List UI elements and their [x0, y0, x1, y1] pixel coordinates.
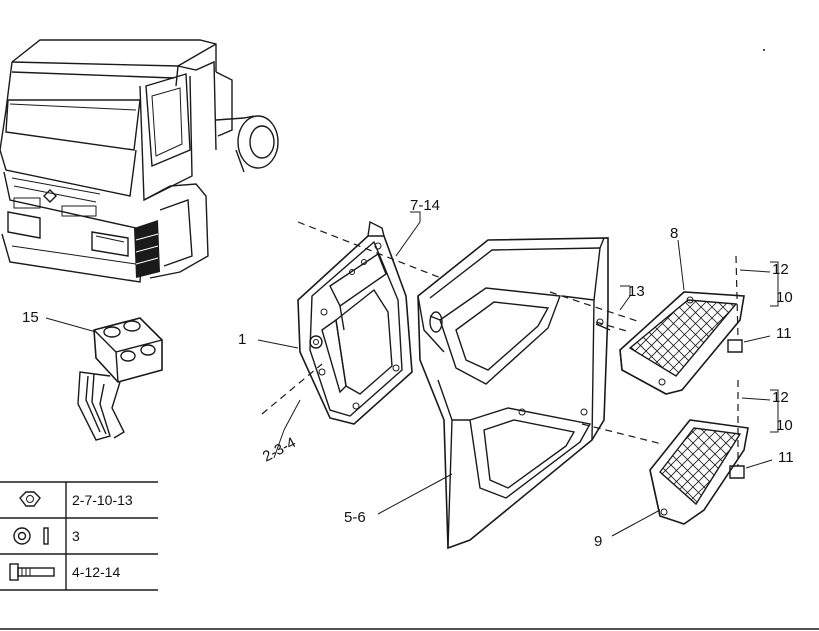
bolt-icon [9, 563, 55, 581]
legend-row-2-refs: 3 [72, 528, 80, 544]
label-part-8: 8 [670, 225, 678, 242]
truck-cab-illustration [0, 39, 279, 283]
label-part-12-upper: 12 [772, 261, 789, 278]
legend-row-1-refs: 2-7-10-13 [72, 492, 133, 508]
washer-icon [13, 527, 49, 545]
label-part-10-upper: 10 [776, 289, 793, 306]
clip-bracket-part-15 [77, 317, 163, 441]
label-part-10-lower: 10 [776, 417, 793, 434]
tread-plate-part-9 [649, 419, 749, 525]
label-part-9: 9 [594, 533, 602, 550]
label-part-2-3-4: 2-3-4 [260, 434, 299, 465]
hardware-legend-table: 2-7-10-13 3 4-12-14 [0, 481, 158, 591]
speck [763, 49, 765, 51]
bracket-part-1 [297, 220, 413, 425]
label-part-11-upper: 11 [776, 325, 792, 342]
label-part-5-6: 5-6 [344, 509, 366, 526]
legend-row-3-refs: 4-12-14 [72, 564, 120, 580]
label-part-7-14: 7-14 [410, 197, 440, 214]
label-part-13: 13 [628, 283, 645, 300]
label-part-1: 1 [238, 331, 246, 348]
label-part-11-lower: 11 [778, 449, 794, 466]
label-part-12-lower: 12 [772, 389, 789, 406]
nut-icon [19, 491, 41, 507]
step-housing-part-5-6 [417, 237, 609, 550]
label-part-15: 15 [22, 309, 39, 326]
